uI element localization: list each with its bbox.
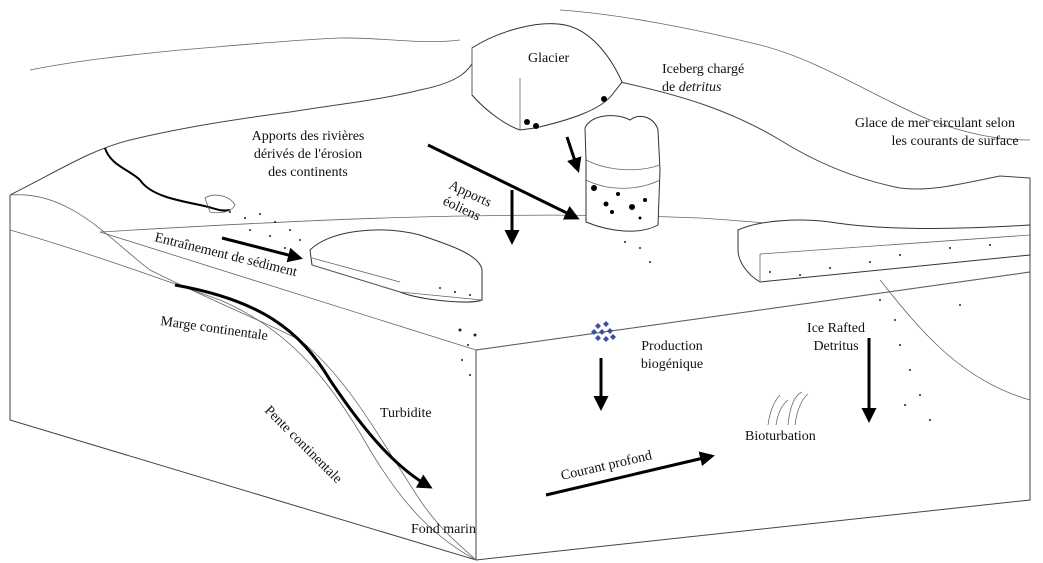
deep-current-arrow (545, 451, 715, 497)
label-iceberg-1: Iceberg chargé (662, 62, 744, 77)
label-ird-1: Ice Rafted (807, 321, 865, 336)
continental-slope-inner (9, 229, 477, 561)
river-delta (204, 194, 236, 214)
label-iceberg-2: de detritus (662, 80, 722, 95)
label-sea-ice-1: Glace de mer circulant selon (855, 116, 1015, 131)
right-slope (879, 279, 1031, 401)
label-turbidite: Turbidite (380, 406, 432, 421)
label-slope: Pente continentale (261, 403, 344, 486)
biogenic-particle (603, 321, 609, 327)
sea-ice (737, 219, 1031, 283)
glacier (471, 23, 623, 131)
biogenic-particle (595, 335, 601, 341)
turbidite-arrow (174, 283, 433, 489)
front-left-face (9, 195, 477, 561)
label-deep-current: Courant profond (560, 448, 654, 484)
label-rivers-1: Apports des rivières (252, 129, 365, 144)
label-biogenic-1: Production (641, 339, 702, 354)
label-bioturbation: Bioturbation (745, 429, 816, 444)
sea-surface-left (99, 231, 477, 351)
front-right-face (475, 271, 1031, 561)
far-hill-right (559, 9, 1031, 141)
sediment-raft (309, 229, 483, 303)
label-glacier: Glacier (528, 51, 570, 66)
labels: Glacier Iceberg chargé de detritus Glace… (153, 51, 1019, 537)
label-ird-2: Detritus (813, 339, 858, 354)
river (104, 147, 236, 214)
biogenic-particle (599, 329, 605, 335)
biogenic-particle (607, 328, 613, 334)
biogenic-particle (603, 336, 609, 342)
process-arrows (174, 136, 877, 497)
label-biogenic-2: biogénique (641, 357, 703, 372)
label-margin: Marge continentale (159, 314, 268, 344)
far-hill (29, 37, 461, 71)
iceberg (584, 115, 661, 232)
biogenic-particles (591, 321, 616, 342)
bioturbation-burrows (767, 391, 809, 426)
entrainment-arrow (221, 236, 303, 263)
sediment-particles (229, 211, 991, 421)
biogenic-particle (610, 334, 616, 340)
label-sea-ice-2: les courants de surface (891, 134, 1018, 149)
biogenic-particle (595, 323, 601, 329)
biogenic-particle (591, 329, 597, 335)
iceberg-arrow (565, 136, 582, 173)
sea-surface-right (475, 271, 1031, 351)
back-right-ridge (619, 81, 1031, 272)
eolian-arrow-diagonal (427, 143, 580, 220)
label-rivers-3: des continents (268, 165, 348, 180)
label-rivers-2: dérivés de l'érosion (254, 147, 362, 162)
label-seafloor: Fond marin (411, 522, 476, 537)
land-ridge (9, 57, 476, 196)
